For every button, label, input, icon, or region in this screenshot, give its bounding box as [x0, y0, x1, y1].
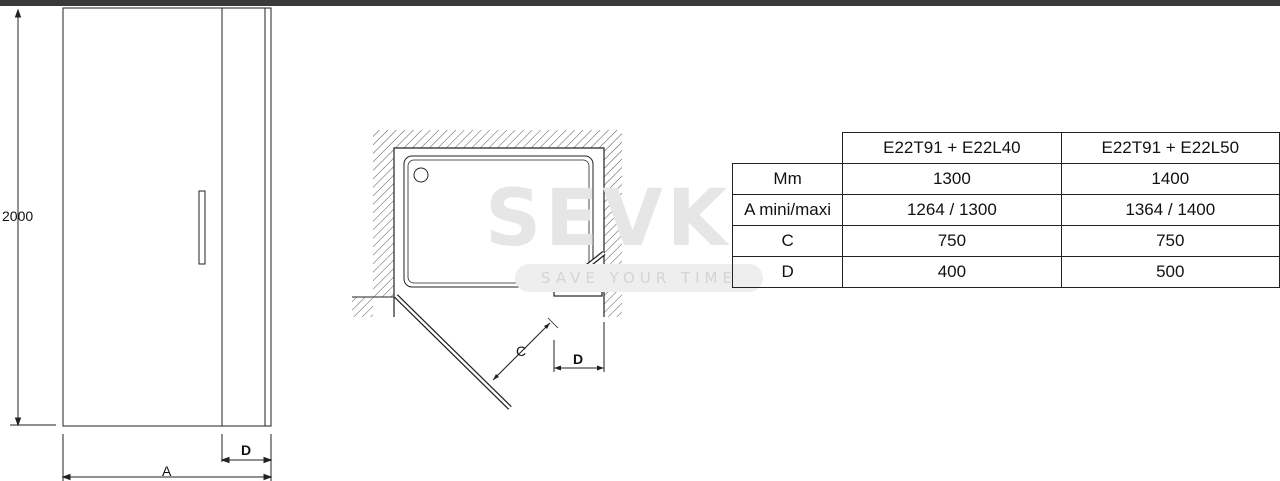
table-cell: 400	[842, 256, 1062, 288]
table-cell: 1264 / 1300	[842, 194, 1062, 226]
panel-label: D	[241, 442, 252, 458]
table-cell: 750	[1060, 225, 1280, 257]
table-corner	[732, 132, 844, 164]
door-panel	[62, 7, 223, 427]
wall-profile	[264, 7, 272, 427]
drain-icon	[413, 167, 429, 183]
row-label: D	[731, 256, 844, 288]
table-row: C 750 750	[731, 225, 1280, 257]
table-cell: 750	[842, 225, 1062, 257]
plan-panel-label: D	[573, 351, 584, 367]
table-cell: 1400	[1060, 163, 1280, 195]
table-row: Mm 1300 1400	[731, 163, 1280, 195]
table-header-row: E22T91 + E22L40 E22T91 + E22L50	[732, 132, 1280, 164]
table-row: D 400 500	[731, 256, 1280, 288]
table-cell: 1300	[842, 163, 1062, 195]
table-cell: 1364 / 1400	[1060, 194, 1280, 226]
watermark-tagline: SAVE YOUR TIME	[515, 264, 763, 292]
table-cell: 500	[1060, 256, 1280, 288]
height-label: 2000	[2, 208, 34, 224]
table-row: A mini/maxi 1264 / 1300 1364 / 1400	[731, 194, 1280, 226]
column-header: E22T91 + E22L40	[842, 132, 1062, 164]
width-label: A	[162, 463, 172, 479]
row-label: C	[731, 225, 844, 257]
arrow-down-icon	[14, 417, 22, 427]
arrow-up-icon	[14, 8, 22, 18]
specs-table: E22T91 + E22L40 E22T91 + E22L50 Mm 1300 …	[731, 132, 1280, 288]
fixed-panel	[221, 7, 266, 427]
column-header: E22T91 + E22L50	[1060, 132, 1280, 164]
front-elevation	[10, 7, 273, 481]
watermark-logo: SEVK	[485, 174, 732, 264]
row-label: Mm	[731, 163, 844, 195]
door-handle	[198, 190, 206, 265]
swing-dimension-line	[492, 322, 551, 381]
top-bar	[0, 0, 1280, 6]
swing-label: C	[516, 343, 527, 359]
row-label: A mini/maxi	[731, 194, 844, 226]
